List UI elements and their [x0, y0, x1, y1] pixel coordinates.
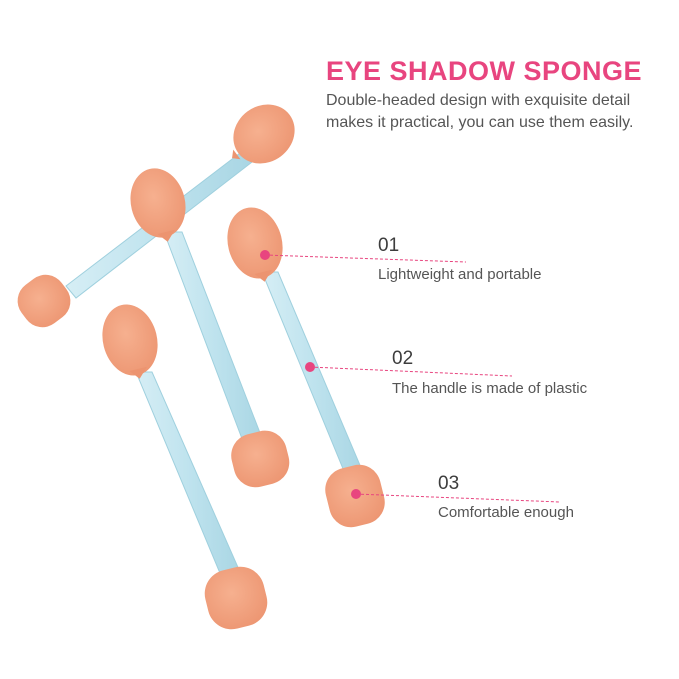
product-title: EYE SHADOW SPONGE	[326, 56, 643, 86]
feature-label-01: Lightweight and portable	[378, 266, 542, 283]
callout-02	[305, 362, 513, 377]
feature-number-01: 01	[378, 235, 400, 256]
applicator-center	[130, 168, 290, 488]
applicator-right	[227, 207, 385, 528]
callout-dot-02	[305, 362, 315, 372]
callout-dot-03	[351, 489, 361, 499]
feature-number-03: 03	[438, 473, 460, 494]
feature-label-02: The handle is made of plastic	[392, 380, 588, 397]
callout-dot-01	[260, 250, 270, 260]
callout-03	[351, 489, 561, 503]
applicator-left	[102, 304, 268, 630]
product-description: Double-headed design with exquisite deta…	[326, 92, 634, 131]
feature-number-02: 02	[392, 348, 414, 369]
callout-01	[260, 250, 467, 263]
feature-label-03: Comfortable enough	[438, 504, 574, 521]
